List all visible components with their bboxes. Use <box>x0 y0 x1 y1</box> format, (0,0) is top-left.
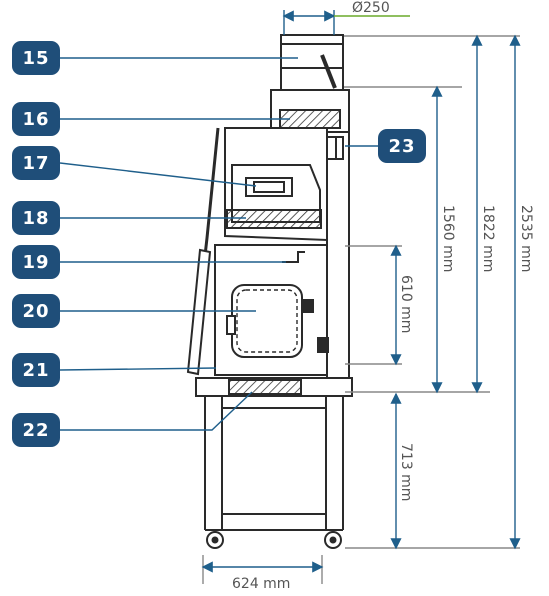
duct-diameter-label: Ø250 <box>352 0 390 16</box>
caster-wheels <box>206 531 342 549</box>
callout-23: 23 <box>378 129 426 163</box>
callout-20: 20 <box>12 294 60 328</box>
callout-18: 18 <box>12 201 60 235</box>
cabinet-back-wall <box>326 132 350 380</box>
pre-filter <box>228 379 302 395</box>
depth-label: 624 mm <box>232 576 290 592</box>
duct-damper <box>320 54 337 89</box>
callout-16: 16 <box>12 102 60 136</box>
inspection-window <box>231 284 303 358</box>
opening-height-label: 610 mm <box>398 275 414 333</box>
valve <box>282 251 305 263</box>
callout-21: 21 <box>12 353 60 387</box>
stand-height-label: 713 mm <box>398 443 414 501</box>
support-stand <box>204 396 344 531</box>
callout-19: 19 <box>12 245 60 279</box>
height-cabinet-label: 1822 mm <box>480 205 496 272</box>
leader-lines <box>59 57 380 431</box>
lamp-unit <box>245 177 293 197</box>
supply-filter <box>226 209 322 229</box>
height-work-area-label: 1560 mm <box>440 205 456 272</box>
callout-15: 15 <box>12 41 60 75</box>
dimension-lines <box>201 10 521 584</box>
callout-17: 17 <box>12 146 60 180</box>
cabinet-drawing <box>186 34 353 549</box>
height-total-label: 2535 mm <box>518 205 534 272</box>
callout-22: 22 <box>12 413 60 447</box>
